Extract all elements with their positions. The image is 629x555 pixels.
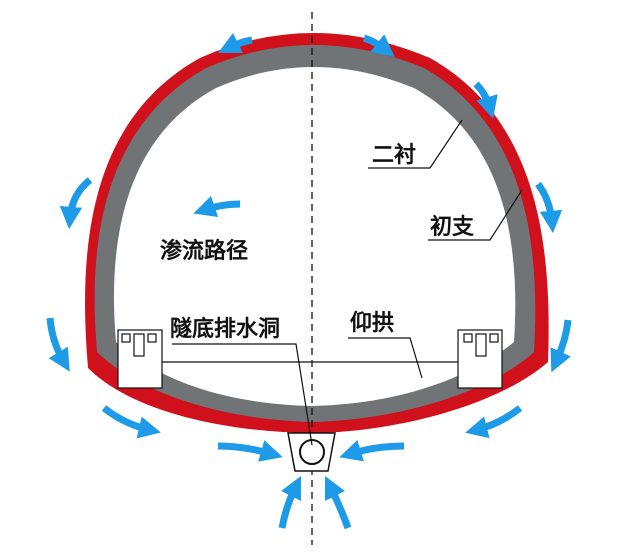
arrow-icon [535,181,563,234]
arrow-icon [101,405,161,439]
arrow-icon [362,34,395,57]
tunnel-interior [113,67,516,406]
arrow-icon [324,475,352,530]
arrow-icon [550,319,572,373]
arrow-icon [217,32,253,54]
arrow-icon [465,405,523,439]
label-primary-support: 初支 [430,214,475,240]
side-ditch-left [117,329,163,389]
leader-lines [172,119,523,446]
drainage-tunnel [287,432,336,472]
arrow-icon [278,475,302,529]
arrow-icon [59,177,93,230]
side-ditch-right [457,329,503,389]
arrow-icon [217,440,283,462]
label-drainage-tunnel: 隧底排水洞 [170,316,281,342]
label-secondary-lining: 二衬 [372,142,417,168]
seepage-arrows [46,32,572,530]
label-invert: 仰拱 [350,310,395,336]
arrow-icon [46,317,70,372]
label-seepage-path: 渗流路径 [160,238,249,264]
arrow-icon [193,195,241,218]
arrow-icon [339,440,405,462]
arrow-icon [473,81,498,119]
